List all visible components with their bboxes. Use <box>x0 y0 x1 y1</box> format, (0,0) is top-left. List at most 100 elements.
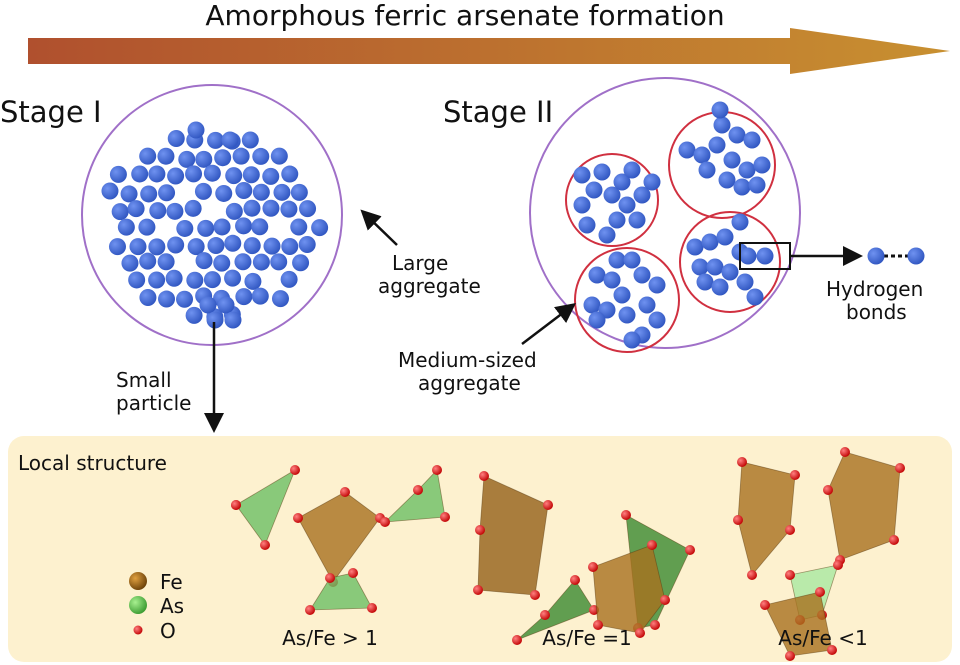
particle <box>292 254 310 272</box>
particle <box>203 271 221 289</box>
particle <box>225 167 243 185</box>
particle <box>108 238 126 256</box>
particle <box>241 131 259 149</box>
legend-fe-label: Fe <box>160 570 183 594</box>
particle <box>678 141 696 159</box>
particle <box>573 196 591 214</box>
particle <box>148 238 166 256</box>
particle <box>708 136 726 154</box>
oxygen-atom <box>348 568 358 578</box>
particle <box>187 121 205 139</box>
particle <box>618 306 636 324</box>
particle <box>716 228 734 246</box>
particle <box>736 273 754 291</box>
legend-as-label: As <box>160 594 184 618</box>
particle <box>186 271 204 289</box>
particle <box>280 270 298 288</box>
oxygen-atom <box>543 500 553 510</box>
particle <box>178 150 196 168</box>
particle <box>197 219 215 237</box>
oxygen-atom <box>647 540 657 550</box>
particle <box>138 218 156 236</box>
particle <box>593 163 611 181</box>
oxygen-atom <box>380 517 390 527</box>
oxygen-atom <box>660 595 670 605</box>
particle <box>244 272 262 290</box>
particle <box>290 218 308 236</box>
particle <box>643 173 661 191</box>
particle <box>185 165 203 183</box>
particle <box>603 186 621 204</box>
particle <box>184 199 202 217</box>
oxygen-atom <box>685 545 695 555</box>
particle <box>270 147 288 165</box>
particle <box>573 166 591 184</box>
oxygen-atom <box>340 487 350 497</box>
particle <box>252 147 270 165</box>
medium-aggregates <box>565 101 781 353</box>
particle <box>628 211 646 229</box>
oxygen-atom <box>785 525 795 535</box>
particle <box>117 218 135 236</box>
oxygen-atom <box>823 485 833 495</box>
particle <box>252 253 270 271</box>
particle <box>281 165 299 183</box>
particle <box>686 238 704 256</box>
particle <box>693 146 711 164</box>
particle <box>648 276 666 294</box>
particle <box>166 202 184 220</box>
particle <box>588 266 606 284</box>
particle <box>739 247 757 265</box>
oxygen-atom <box>475 525 485 535</box>
particle <box>262 167 280 185</box>
particle <box>109 165 127 183</box>
particle <box>224 234 242 252</box>
particle <box>194 182 212 200</box>
particle <box>120 185 138 203</box>
particle <box>273 183 291 201</box>
oxygen-atom <box>785 570 795 580</box>
oxygen-atom <box>840 447 850 457</box>
oxygen-atom <box>621 510 631 520</box>
oxygen-atom <box>895 463 905 473</box>
particle <box>638 296 656 314</box>
particle <box>185 306 203 324</box>
particle <box>215 184 233 202</box>
particle <box>158 184 176 202</box>
particle <box>728 126 746 144</box>
particle <box>243 199 261 217</box>
particle <box>698 161 716 179</box>
particle <box>706 258 724 276</box>
medium-aggregate-label-line2: aggregate <box>418 371 521 395</box>
oxygen-atom <box>785 651 795 661</box>
particle <box>311 219 329 237</box>
particle <box>623 251 641 269</box>
particle <box>281 238 299 256</box>
large-aggregate-particles <box>101 121 329 329</box>
oxygen-atom <box>413 485 423 495</box>
particle <box>131 165 149 183</box>
particle <box>165 269 183 287</box>
particle <box>235 288 253 306</box>
particle <box>224 311 242 329</box>
particle <box>598 226 616 244</box>
particle <box>217 296 235 314</box>
particle <box>128 271 146 289</box>
arsenate-tetrahedron <box>235 469 296 546</box>
particle <box>207 131 225 149</box>
particle <box>101 182 119 200</box>
particle <box>167 236 185 254</box>
oxygen-atom <box>737 457 747 467</box>
oxygen-atom <box>290 465 300 475</box>
particle <box>271 290 289 308</box>
oxygen-atom <box>512 635 522 645</box>
oxygen-atom <box>305 605 315 615</box>
particle <box>701 233 719 251</box>
particle <box>140 185 158 203</box>
oxygen-atom <box>325 573 335 583</box>
oxygen-atom <box>650 620 660 630</box>
oxygen-atom <box>733 515 743 525</box>
particle <box>743 131 761 149</box>
oxygen-atom <box>570 575 580 585</box>
